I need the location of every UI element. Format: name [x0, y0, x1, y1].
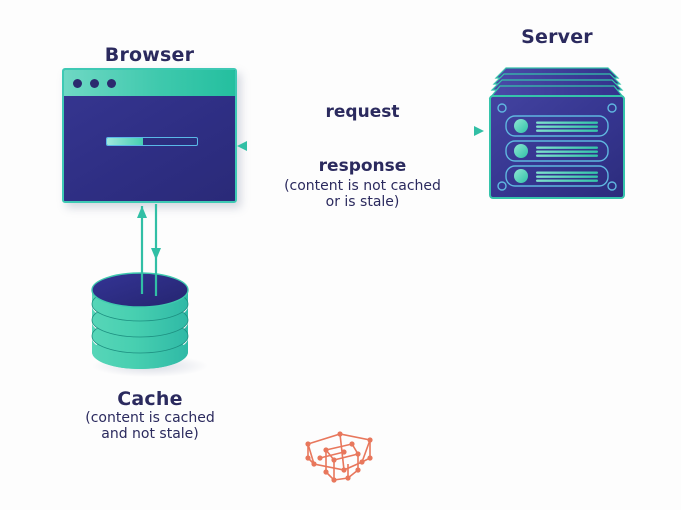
screw-top-left-icon	[497, 103, 507, 113]
server-slot-2-led-icon	[514, 144, 528, 158]
request-arrow	[237, 126, 484, 136]
server-slot-1	[505, 115, 609, 137]
brand-logo-icon	[305, 431, 373, 483]
screw-bottom-right-icon	[607, 181, 617, 191]
server-illustration[interactable]	[484, 56, 630, 204]
cache-top-surface	[91, 272, 189, 308]
cache-note-line-2: and not stale)	[101, 426, 199, 442]
cache-title: Cache	[117, 388, 183, 410]
server-slot-3-led-icon	[514, 169, 528, 183]
request-label: request	[325, 102, 400, 122]
screw-top-right-icon	[607, 103, 617, 113]
server-title: Server	[521, 26, 593, 48]
server-slot-3	[505, 165, 609, 187]
browser-viewport	[64, 96, 235, 201]
page-load-progress-bar	[106, 137, 198, 146]
response-note-line-2: or is stale)	[325, 194, 400, 210]
window-dot-close-icon[interactable]	[73, 78, 82, 88]
cache-disc-1	[91, 272, 189, 322]
browser-title: Browser	[104, 44, 195, 66]
cache-note-line-1: (content is cached	[85, 410, 215, 426]
window-dot-minimize-icon[interactable]	[90, 78, 99, 88]
page-load-progress-fill	[107, 138, 143, 145]
response-label: response	[318, 156, 407, 176]
cache-illustration[interactable]	[82, 262, 218, 377]
response-note-line-1: (content is not cached	[284, 178, 441, 194]
browser-titlebar	[64, 70, 235, 96]
server-top-layers	[488, 67, 626, 99]
browser-window[interactable]	[62, 68, 237, 203]
server-slot-2	[505, 140, 609, 162]
screw-bottom-left-icon	[497, 181, 507, 191]
response-arrow	[237, 141, 484, 151]
server-slot-1-led-icon	[514, 119, 528, 133]
window-dot-maximize-icon[interactable]	[107, 78, 116, 88]
server-screws	[497, 103, 617, 191]
